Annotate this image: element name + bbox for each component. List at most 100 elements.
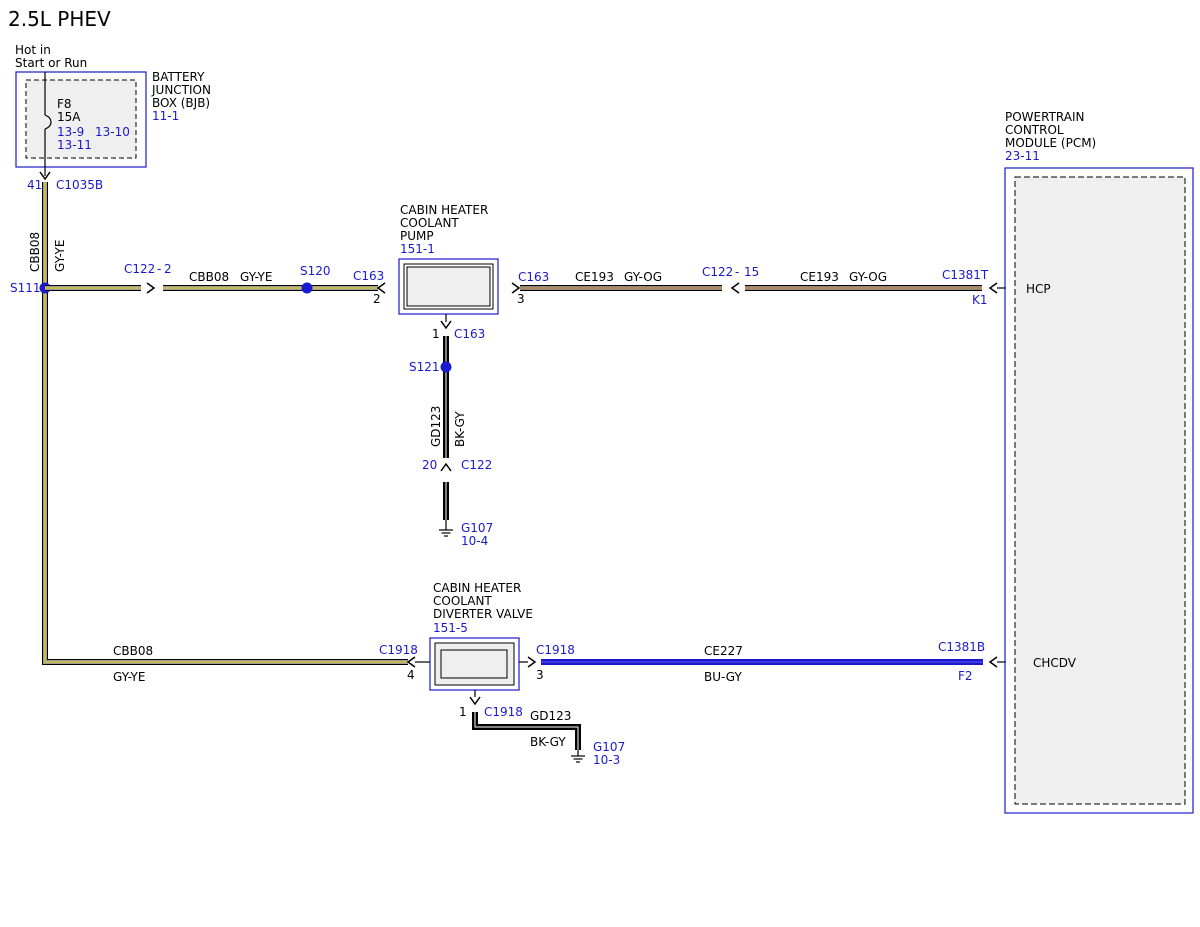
pcm-hcp-signal: HCP [1026, 282, 1051, 296]
wire-gd2-circuit: GD123 [530, 709, 571, 723]
bjb-connector: C1035B [56, 178, 103, 192]
splice-s111-label: S111 [10, 281, 41, 295]
wire-ce193-circuit-b: CE193 [800, 270, 839, 284]
connector-c1381b-icon [988, 656, 998, 668]
wire-vert-circuit: CBB08 [28, 232, 42, 272]
ground-g1-id: G107 [461, 521, 493, 535]
wire-top-circuit: CBB08 [189, 270, 229, 284]
pump-right-pin: 3 [517, 292, 525, 306]
bjb-supply-line-2: Start or Run [15, 56, 87, 70]
wire-gd123-valve-stripe [474, 712, 579, 750]
pcm-chcdv-signal: CHCDV [1033, 656, 1077, 670]
pcm-chcdv-pin: F2 [958, 669, 973, 683]
fuse-id: F8 [57, 97, 72, 111]
c122-right-connector: C122 [702, 265, 733, 279]
valve-name-line-2: COOLANT [433, 594, 492, 608]
bjb-ref-13-10: 13-10 [95, 125, 130, 139]
connector-pump-bottom-icon [440, 320, 452, 330]
valve-right-connector: C1918 [536, 643, 575, 657]
wire-ce193-color-b: GY-OG [849, 270, 887, 284]
connector-c1381t-icon [988, 282, 998, 294]
pump-body [406, 266, 491, 307]
pump-bottom-connector: C163 [454, 327, 485, 341]
connector-valve-bottom-icon [469, 696, 481, 706]
wire-bottom-circuit: CBB08 [113, 644, 153, 658]
c122-top-dash: - [157, 262, 161, 276]
c122-ground-pin: 20 [422, 458, 437, 472]
bjb-name-line-2: JUNCTION [151, 83, 211, 97]
pump-ref: 151-1 [400, 242, 435, 256]
pcm-name-line-3: MODULE (PCM) [1005, 136, 1096, 150]
connector-valve-right-icon [527, 656, 537, 668]
bjb-inner-box [25, 79, 137, 159]
connector-c1035b-icon [39, 171, 51, 181]
connector-valve-left-icon [406, 656, 416, 668]
pcm-chcdv-connector: C1381B [938, 640, 985, 654]
pump-left-pin: 2 [373, 292, 381, 306]
valve-name-line-3: DIVERTER VALVE [433, 607, 533, 621]
pump-name-line-3: PUMP [400, 229, 434, 243]
splice-s121 [440, 361, 452, 373]
wire-bottom-color: GY-YE [113, 670, 145, 684]
c122-top-connector: C122 [124, 262, 155, 276]
ground-g2-id: G107 [593, 740, 625, 754]
wire-cbb08-left [42, 182, 408, 665]
bjb-ref-13-9: 13-9 [57, 125, 84, 139]
wire-top-color: GY-YE [240, 270, 272, 284]
valve-bottom-pin: 1 [459, 705, 467, 719]
pcm-hcp-pin: K1 [972, 293, 988, 307]
c122-top-pin: 2 [164, 262, 172, 276]
connector-pump-left-icon [376, 282, 386, 294]
wire-gd-color: BK-GY [453, 411, 467, 447]
valve-bottom-connector: C1918 [484, 705, 523, 719]
valve-ref: 151-5 [433, 621, 468, 635]
diagram-title: 2.5L PHEV [8, 7, 111, 31]
c122-right-dash: - [735, 265, 739, 279]
fuse-rating: 15A [57, 110, 81, 124]
pcm-name-line-1: POWERTRAIN [1005, 110, 1085, 124]
ground-g2-ref: 10-3 [593, 753, 620, 767]
connector-pump-right-icon [511, 282, 521, 294]
ground-g1-ref: 10-4 [461, 534, 488, 548]
bjb-ref: 11-1 [152, 109, 179, 123]
pcm-ref: 23-11 [1005, 149, 1040, 163]
bjb-pin: 41 [27, 178, 42, 192]
connector-c122-2-icon [146, 282, 156, 294]
connector-c122-20-icon [440, 462, 452, 472]
valve-left-connector: C1918 [379, 643, 418, 657]
splice-s121-label: S121 [409, 360, 440, 374]
bjb-supply-line-1: Hot in [15, 43, 51, 57]
valve-left-pin: 4 [407, 668, 415, 682]
pump-right-connector: C163 [518, 270, 549, 284]
splice-s120-label: S120 [300, 264, 331, 278]
c122-ground-connector: C122 [461, 458, 492, 472]
pump-left-connector: C163 [353, 269, 384, 283]
bjb-ref-13-11: 13-11 [57, 138, 92, 152]
wire-vert-color: GY-YE [53, 240, 67, 272]
wire-gd2-color: BK-GY [530, 735, 566, 749]
pump-name-line-2: COOLANT [400, 216, 459, 230]
pcm-hcp-connector: C1381T [942, 268, 989, 282]
c122-right-pin: 15 [744, 265, 759, 279]
pump-outline [398, 258, 499, 315]
bjb-outline [15, 71, 147, 168]
ground-g107-b-icon [571, 750, 585, 763]
pcm-outline [1004, 167, 1194, 814]
valve-name-line-1: CABIN HEATER [433, 581, 521, 595]
valve-right-pin: 3 [536, 668, 544, 682]
pump-bottom-pin: 1 [432, 327, 440, 341]
bjb-name-line-1: BATTERY [152, 70, 205, 84]
wire-ce193-circuit-a: CE193 [575, 270, 614, 284]
wire-gd-circuit: GD123 [429, 406, 443, 447]
pcm-inner-box [1014, 176, 1186, 805]
valve-body [440, 649, 508, 679]
pump-frame [403, 263, 494, 310]
connector-c122-15-icon [730, 282, 740, 294]
pump-name-line-1: CABIN HEATER [400, 203, 488, 217]
bjb-name-line-3: BOX (BJB) [152, 96, 210, 110]
splice-s120 [301, 282, 313, 294]
fuse-icon [44, 114, 52, 130]
ground-g107-a-icon [439, 520, 453, 537]
pcm-name-line-2: CONTROL [1005, 123, 1064, 137]
